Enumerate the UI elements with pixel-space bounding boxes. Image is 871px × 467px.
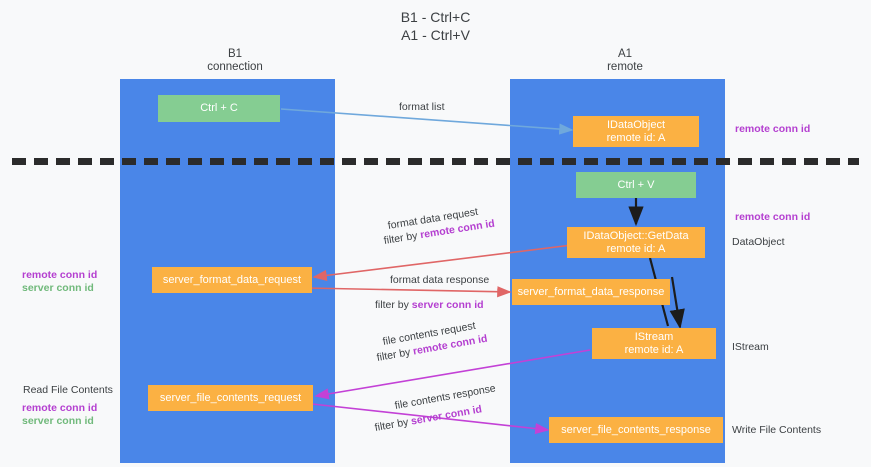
edge-label-file-contents-response-filter: filter by server conn id xyxy=(374,403,483,435)
annotation-right-istream: IStream xyxy=(732,341,769,353)
filter-prefix: filter by xyxy=(375,345,415,364)
node-dataobject-top-line2: remote id: A xyxy=(606,131,666,144)
node-server-file-contents-response-label: server_file_contents_response xyxy=(561,423,711,436)
annotation-left-server-conn-id-bottom: server conn id xyxy=(22,415,94,427)
node-ctrl-v-label: Ctrl + V xyxy=(617,178,655,191)
node-istream[interactable]: IStream remote id: A xyxy=(592,328,716,359)
edge-label-format-data-response: format data response xyxy=(390,274,490,286)
lane-header-a1: A1 remote xyxy=(510,48,740,74)
annotation-left-read-file-contents: Read File Contents xyxy=(23,384,113,396)
node-server-file-contents-request-label: server_file_contents_request xyxy=(159,391,302,404)
annotation-left-remote-conn-id-bottom: remote conn id xyxy=(22,402,98,414)
node-server-format-data-request-label: server_format_data_request xyxy=(162,273,302,286)
arrow-format-data-response xyxy=(305,286,512,298)
node-server-format-data-response[interactable]: server_format_data_response xyxy=(512,279,670,305)
phase-divider xyxy=(12,158,859,165)
node-server-file-contents-response[interactable]: server_file_contents_response xyxy=(549,417,723,443)
annotation-right-remote-conn-id-top: remote conn id xyxy=(735,123,811,135)
filter-keyword-server-conn-id: server conn id xyxy=(411,299,484,311)
node-server-file-contents-request[interactable]: server_file_contents_request xyxy=(148,385,313,411)
node-istream-line2: remote id: A xyxy=(624,343,684,356)
diagram-title: B1 - Ctrl+C A1 - Ctrl+V xyxy=(0,8,871,44)
title-line-1: B1 - Ctrl+C xyxy=(400,9,471,25)
node-ctrl-c-label: Ctrl + C xyxy=(200,102,238,114)
filter-prefix: filter by xyxy=(373,415,413,434)
node-server-format-data-request[interactable]: server_format_data_request xyxy=(152,267,312,293)
node-ctrl-v[interactable]: Ctrl + V xyxy=(576,172,696,198)
node-dataobject-top[interactable]: IDataObject remote id: A xyxy=(573,116,699,147)
annotation-right-remote-conn-id-mid: remote conn id xyxy=(735,211,811,223)
annotation-left-server-conn-id-mid: server conn id xyxy=(22,282,94,294)
node-getdata[interactable]: IDataObject::GetData remote id: A xyxy=(567,227,705,258)
lane-header-a1-name: A1 xyxy=(617,48,633,60)
node-getdata-line2: remote id: A xyxy=(606,242,666,255)
node-dataobject-top-line1: IDataObject xyxy=(606,118,666,131)
node-server-format-data-response-label: server_format_data_response xyxy=(517,285,665,298)
node-istream-line1: IStream xyxy=(634,330,674,343)
lane-header-a1-sub: remote xyxy=(607,61,643,73)
node-ctrl-c[interactable]: Ctrl + C xyxy=(158,95,280,122)
title-line-2: A1 - Ctrl+V xyxy=(401,27,470,43)
lane-header-b1: B1 connection xyxy=(120,48,350,74)
annotation-right-dataobject: DataObject xyxy=(732,236,785,248)
annotation-left-remote-conn-id-mid: remote conn id xyxy=(22,269,98,281)
lane-header-b1-name: B1 xyxy=(227,48,243,60)
filter-prefix: filter by xyxy=(375,299,412,311)
edge-label-format-list: format list xyxy=(399,101,445,113)
lane-header-b1-sub: connection xyxy=(207,61,263,73)
node-getdata-line1: IDataObject::GetData xyxy=(583,229,689,242)
annotation-right-write-file-contents: Write File Contents xyxy=(732,424,822,436)
edge-label-format-data-response-filter: filter by server conn id xyxy=(375,299,484,312)
